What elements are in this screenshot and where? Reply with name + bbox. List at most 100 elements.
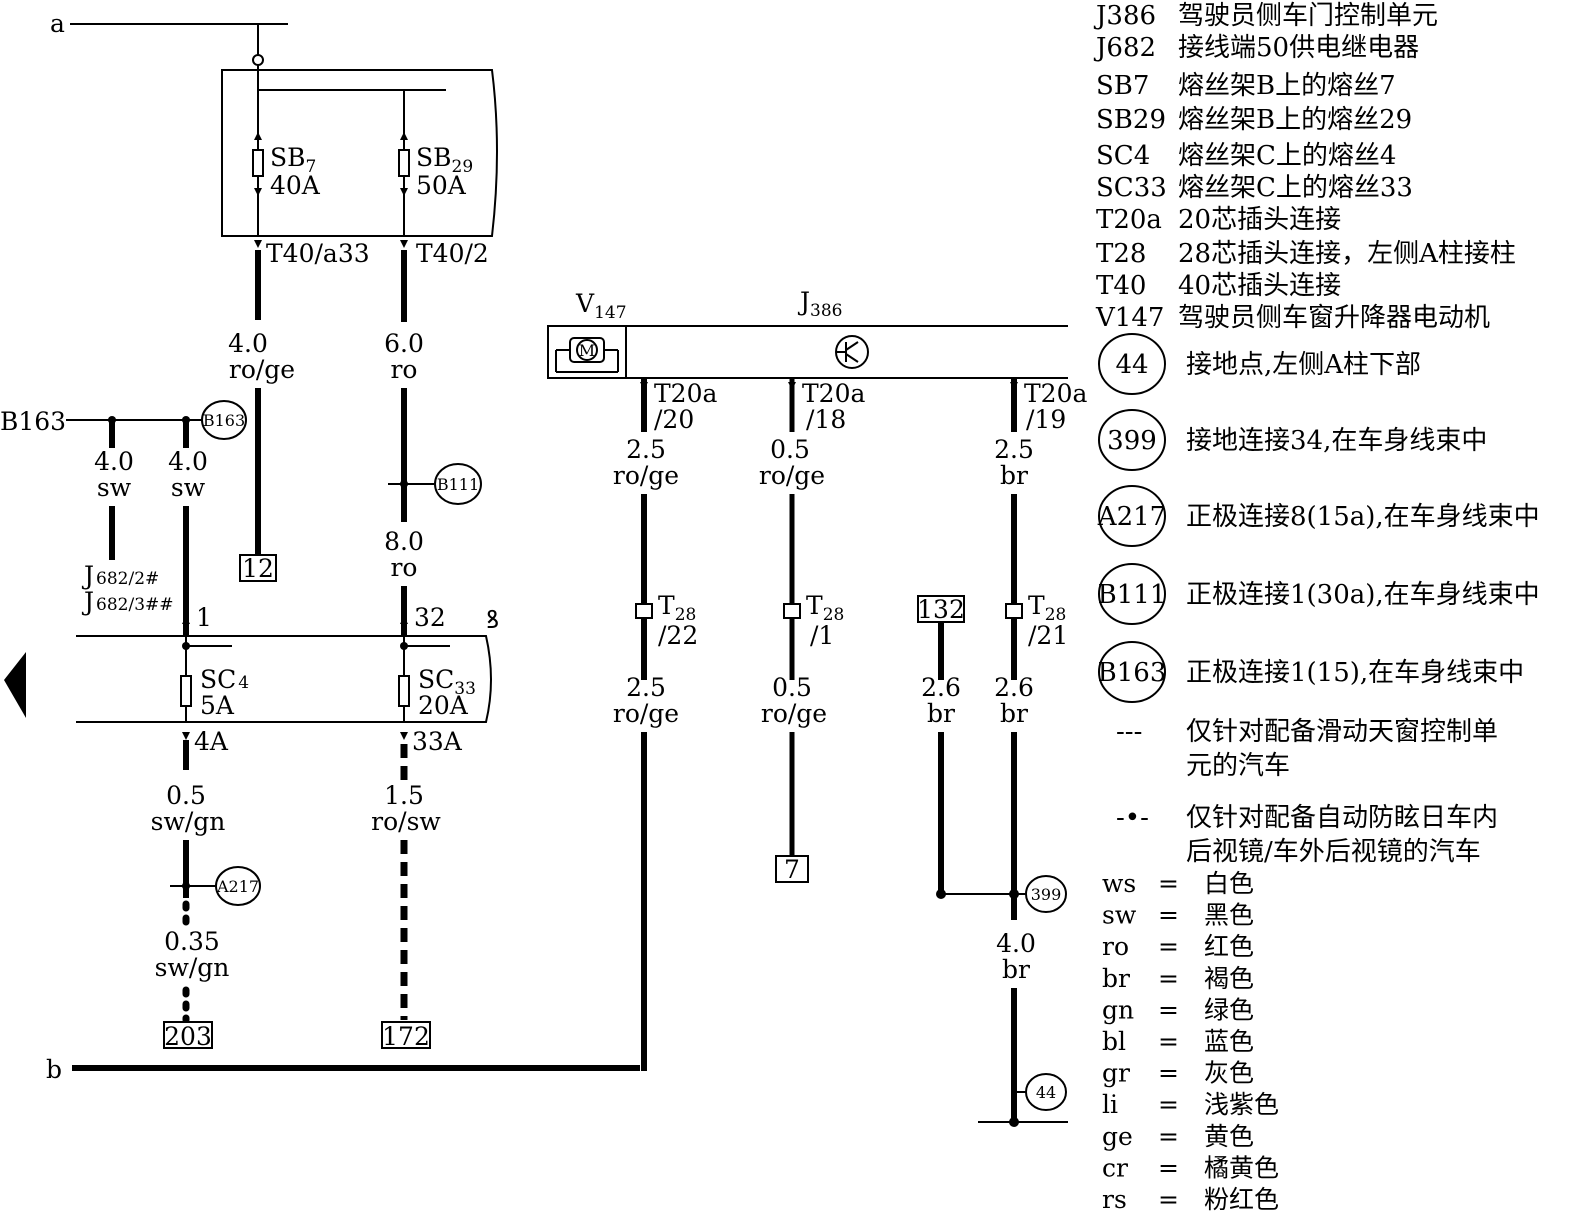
wire-col2-size: 0.5 bbox=[770, 435, 810, 464]
node-b111-label: B111 bbox=[437, 475, 479, 494]
ref-box-12 bbox=[239, 554, 277, 582]
pin-1-arrow bbox=[182, 616, 190, 624]
ref-box-7 bbox=[775, 855, 809, 883]
legend-code-j386: J386 bbox=[1093, 1, 1156, 31]
conn-t28-22-label: T28 bbox=[658, 591, 696, 625]
legend-code-sb29: SB29 bbox=[1096, 105, 1166, 135]
fuse-sb29-arrow-top bbox=[400, 132, 408, 140]
legend-color-abbr-cr: cr bbox=[1102, 1153, 1128, 1182]
wire-sc33-size: 1.5 bbox=[384, 781, 424, 810]
wire-col3-color: br bbox=[1000, 461, 1028, 490]
pin-33a-arrow bbox=[400, 732, 408, 740]
pin-t40-a33-label: T40/a33 bbox=[266, 239, 370, 268]
pin-t20a-19-line2: /19 bbox=[1026, 405, 1066, 434]
legend-color-eq-bl: = bbox=[1158, 1027, 1179, 1056]
legend-desc-sc33: 熔丝架C上的熔丝33 bbox=[1178, 173, 1413, 203]
legend-color-name-gr: 灰色 bbox=[1204, 1059, 1254, 1088]
legend-node-circle-a217 bbox=[1098, 485, 1166, 547]
wire-col3-color-2: br bbox=[1000, 699, 1028, 728]
terminal-a-label: a bbox=[50, 9, 65, 38]
module-pin-col-2: T20a /18 0.5 ro/ge T28 /1 0.5 ro/ge 7 bbox=[759, 378, 865, 884]
legend-color-abbr-rs: rs bbox=[1102, 1185, 1127, 1214]
legend-color-eq-rs: = bbox=[1158, 1185, 1179, 1214]
conn-t28-21-pin: /21 bbox=[1028, 621, 1068, 650]
legend-node-code-b111: B111 bbox=[1098, 580, 1167, 610]
legend-note-line2-0: 元的汽车 bbox=[1186, 751, 1290, 781]
pin-t20a-20-line2: /20 bbox=[654, 405, 694, 434]
terminal-b163-label: B163 bbox=[0, 407, 66, 436]
conn-t28-21-label: T28 bbox=[1028, 591, 1066, 625]
wire-sc4-size: 0.5 bbox=[166, 781, 206, 810]
wire-132-color: br bbox=[927, 699, 955, 728]
terminal-a-group: a bbox=[50, 9, 288, 66]
wire-sc33-color: ro/sw bbox=[371, 807, 441, 836]
wire-sc33-out: 33A 1.5 ro/sw 172 bbox=[371, 727, 463, 1051]
motor-v147-box bbox=[547, 325, 627, 379]
legend-color-abbr-br: br bbox=[1102, 964, 1130, 993]
node-b111 bbox=[434, 463, 482, 505]
unit-j386-label: J386 bbox=[797, 287, 842, 321]
legend-node-desc-a217: 正极连接8(15a),在车身线束中 bbox=[1186, 502, 1540, 532]
fuse-sc33-id: SC33 bbox=[418, 665, 476, 699]
fuse-sb29-id: SB29 bbox=[416, 143, 473, 177]
pin-33a-label: 33A bbox=[412, 727, 463, 756]
wire-sb29-color: ro bbox=[390, 355, 417, 384]
legend-code-sb7: SB7 bbox=[1096, 71, 1149, 101]
legend-node-desc-44: 接地点,左侧A柱下部 bbox=[1186, 350, 1421, 380]
legend-desc-v147: 驾驶员侧车窗升降器电动机 bbox=[1178, 303, 1490, 333]
pin-t20a-19-line1: T20a bbox=[1024, 379, 1087, 408]
legend-note-line2-1: 后视镜/车外后视镜的汽车 bbox=[1186, 837, 1481, 867]
legend-color-name-gn: 绿色 bbox=[1204, 995, 1254, 1024]
ref-172-label: 172 bbox=[382, 1022, 430, 1051]
wire-399-color: br bbox=[1002, 955, 1030, 984]
legend-color-eq-li: = bbox=[1158, 1090, 1179, 1119]
fuse-sc4-symbol bbox=[180, 675, 192, 707]
ref-12-label: 12 bbox=[242, 554, 274, 583]
node-399 bbox=[1025, 875, 1067, 913]
fuse-sb7-symbol bbox=[252, 149, 264, 177]
pin-t40-2-label: T40/2 bbox=[416, 239, 489, 268]
ref-box-132 bbox=[917, 595, 965, 623]
legend-desc-sb29: 熔丝架B上的熔丝29 bbox=[1178, 105, 1412, 135]
node-a217 bbox=[215, 866, 261, 906]
legend-code-j682: J682 bbox=[1093, 33, 1156, 63]
ref-7-label: 7 bbox=[784, 855, 800, 884]
legend-color-abbr-bl: bl bbox=[1102, 1027, 1126, 1056]
legend-desc-j682: 接线端50供电继电器 bbox=[1178, 33, 1419, 63]
wire-b163-right-size: 4.0 bbox=[168, 447, 208, 476]
legend-code-sc33: SC33 bbox=[1096, 173, 1167, 203]
fuse-sb29-arrow-bottom bbox=[400, 188, 408, 196]
motor-icon bbox=[576, 339, 598, 361]
fuse-block-c-outline bbox=[76, 635, 492, 723]
fuse-block-b-outline bbox=[221, 69, 498, 237]
legend-color-name-li: 浅紫色 bbox=[1204, 1090, 1279, 1119]
pin-1-label: 1 bbox=[196, 603, 212, 632]
legend-node-circle-b111 bbox=[1098, 563, 1166, 625]
legend-color-name-ge: 黄色 bbox=[1204, 1122, 1254, 1151]
legend-node-code-a217: A217 bbox=[1097, 502, 1166, 532]
wire-sb7-size: 4.0 bbox=[228, 329, 268, 358]
node-b163-label: B163 bbox=[203, 411, 245, 430]
fuse-sc4-rating: 5A bbox=[200, 691, 235, 720]
wire-sb29-size: 6.0 bbox=[384, 329, 424, 358]
wire-sc4-color-2: sw/gn bbox=[155, 953, 230, 982]
node-44-label: 44 bbox=[1036, 1083, 1056, 1102]
legend-color-abbr-gn: gn bbox=[1102, 995, 1134, 1024]
pin-4a-label: 4A bbox=[194, 727, 229, 756]
legend-code-t28: T28 bbox=[1096, 239, 1146, 269]
wire-col3-size: 2.5 bbox=[994, 435, 1034, 464]
legend-node-circle-399 bbox=[1098, 409, 1166, 471]
pin-t40-a33-arrow bbox=[254, 240, 262, 248]
legend-note-line1-1: 仅针对配备自动防眩日车内 bbox=[1186, 803, 1498, 833]
motor-v147-label: V147 bbox=[575, 289, 627, 323]
legend-color-abbr-gr: gr bbox=[1102, 1059, 1130, 1088]
wire-col2-size-2: 0.5 bbox=[772, 673, 812, 702]
fuse-block-c-lock-icon: ꝸ bbox=[486, 605, 499, 634]
pin-t40-2-arrow bbox=[400, 240, 408, 248]
fuse-sb7-arrow-top bbox=[254, 132, 262, 140]
legend-color-eq-ro: = bbox=[1158, 932, 1179, 961]
continuation-arrow-left bbox=[4, 652, 26, 718]
